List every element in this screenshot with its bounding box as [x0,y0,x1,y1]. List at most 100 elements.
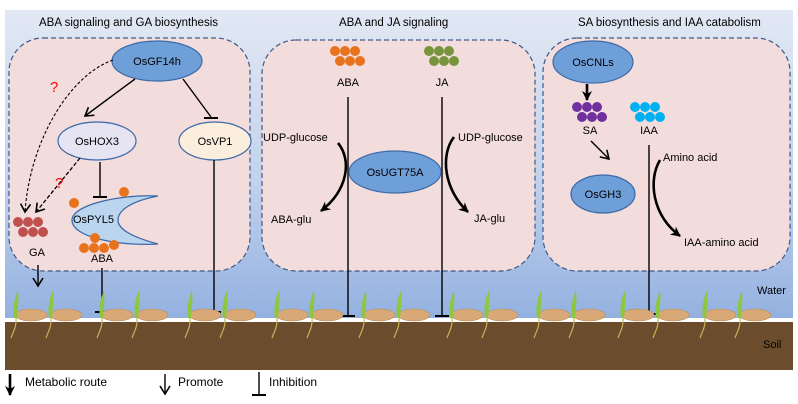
ja-molecule [439,56,449,66]
seedling [446,290,484,339]
seedlings [10,290,772,339]
aba-molecule [109,240,119,250]
seedling-shoot [620,290,626,318]
seedling [734,290,772,339]
soil-layer [5,322,793,370]
seedling-root [699,317,706,339]
seedling [306,290,344,339]
oshox3-node: OsHOX3 [57,121,137,161]
oscnls-label: OsCNLs [572,57,614,69]
osgh3-node: OsGH3 [570,174,636,214]
seedling-root [306,317,313,339]
sa-molecule [597,112,607,122]
seedling [271,290,309,339]
seed [485,308,519,322]
osugt75a-label: OsUGT75A [367,167,425,179]
seedling-shoot [702,290,708,318]
seedling-root [481,317,488,339]
seed [275,308,309,322]
dashed-promote-gf14h-ga [19,59,114,214]
ja-dots [424,46,459,66]
seedling-shoot [655,290,661,318]
seedling-shoot [536,290,542,318]
sa-molecule [582,102,592,112]
seedling-root [271,317,278,339]
iaa-dots [630,102,665,122]
seedling [533,290,571,339]
seedling-shoot [222,290,228,318]
seedling-shoot [737,290,743,318]
seedling-root [358,317,365,339]
aba-label-panel1: ABA [91,253,114,265]
seed [656,308,690,322]
seedling [568,290,606,339]
osgf14h-node: OsGF14h [111,40,203,82]
seedling [96,290,134,339]
legend: Metabolic route Promote Inhibition [5,372,317,396]
sa-molecule [587,112,597,122]
ga-molecule [28,227,38,237]
sa-molecule [592,102,602,112]
aba-molecule [69,198,79,208]
legend-inhibition-label: Inhibition [269,375,317,389]
seedling-shoot [484,290,490,318]
promote-sa-gh3 [590,140,611,161]
ja-molecule [424,46,434,56]
seedling-shoot [571,290,577,318]
seed [703,308,737,322]
seedling-root [446,317,453,339]
seed [621,308,655,322]
iaa-amino-acid-label: IAA-amino acid [684,237,759,249]
sa-dots [572,102,607,122]
osgh3-label: OsGH3 [585,189,622,201]
seedling-root [652,317,659,339]
ga-molecule [38,227,48,237]
sa-molecule [572,102,582,112]
panel-1-title: ABA signaling and GA biosynthesis [39,17,218,29]
aba-glu-label: ABA-glu [271,214,311,226]
promote-arrow-gf14h-hox3 [83,78,136,117]
seedling-shoot [99,290,105,318]
seed [135,308,169,322]
ja-molecule [429,56,439,66]
panel-3-title: SA biosynthesis and IAA catabolism [578,17,761,29]
seed [14,308,48,322]
aba-molecule [79,243,89,253]
legend-promote-label: Promote [178,375,224,389]
ga-molecule [23,217,33,227]
seedling-root [533,317,540,339]
aba-molecule [89,243,99,253]
question-mark-2: ? [55,175,63,192]
metabolic-route-iaa-amino [652,159,681,238]
osvp1-label: OsVP1 [198,136,233,148]
sa-molecule [577,112,587,122]
ja-molecule [444,46,454,56]
aba-bound-dots [69,187,129,253]
seedling [45,290,83,339]
metabolic-route-ja-glu [444,136,469,213]
iaa-molecule [640,102,650,112]
ga-label: GA [29,247,46,259]
seedling-shoot [449,290,455,318]
aba-dots-panel2 [330,46,365,66]
seedling [358,290,396,339]
soil-label: Soil [763,339,781,351]
seedling-root [96,317,103,339]
water-label: Water [757,285,786,297]
seedling [184,290,222,339]
aba-molecule [340,46,350,56]
iaa-molecule [635,112,645,122]
seedling-root [219,317,226,339]
oscnls-node: OsCNLs [552,40,634,84]
panel-2-title: ABA and JA signaling [339,17,448,29]
ja-molecule [449,56,459,66]
seedling-shoot [361,290,367,318]
seedling-shoot [134,290,140,318]
seedling [393,290,431,339]
seedling-root [184,317,191,339]
seed [738,308,772,322]
seedling-root [734,317,741,339]
iaa-molecule [650,102,660,112]
seedling-shoot [13,290,19,318]
